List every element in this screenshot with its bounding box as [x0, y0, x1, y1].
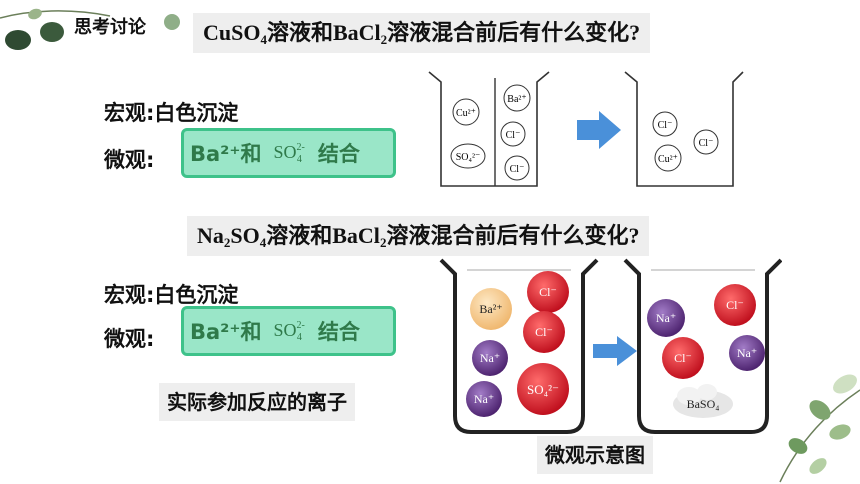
ion-cl-bottom-left-1: Cl⁻ — [527, 271, 569, 313]
ion-cl-top-right-1: Cl⁻ — [652, 111, 678, 137]
leaf-decoration-bottom — [779, 374, 860, 483]
ion-cl-top-left-1: Cl⁻ — [500, 121, 526, 147]
arrow-top — [577, 111, 621, 149]
ion-cl-bottom-right-2: Cl⁻ — [662, 337, 704, 379]
diagram-caption: 微观示意图 — [537, 436, 653, 474]
ion-cl-top-right-2: Cl⁻ — [693, 129, 719, 155]
svg-text:SO₄²⁻: SO₄²⁻ — [527, 382, 559, 397]
beaker-right-top — [624, 71, 744, 187]
svg-text:Cl⁻: Cl⁻ — [506, 130, 521, 141]
micro-box-2: Ba²⁺和 SO2-4 结合 — [181, 306, 396, 356]
sulfate-ion-text-2: SO2-4 — [273, 319, 305, 343]
svg-text:Cl⁻: Cl⁻ — [726, 298, 744, 312]
diagram-bottom: Ba²⁺ Cl⁻ Cl⁻ Na⁺ Na⁺ SO₄²⁻ Na⁺ Cl⁻ Cl⁻ N… — [439, 258, 782, 434]
ion-na-bottom-left-2: Na⁺ — [466, 381, 502, 417]
ion-cl-bottom-left-2: Cl⁻ — [523, 311, 565, 353]
svg-text:Ba²⁺: Ba²⁺ — [507, 94, 526, 105]
micro-box-1: Ba²⁺和 SO2-4 结合 — [181, 128, 396, 178]
svg-text:BaSO₄: BaSO₄ — [687, 397, 720, 411]
question-1: CuSO4溶液和BaCl2溶液混合前后有什么变化? — [193, 13, 651, 53]
ion-na-bottom-right-2: Na⁺ — [729, 335, 765, 371]
ion-cu-top-right: Cu²⁺ — [654, 144, 682, 172]
header-title: 思考讨论 — [74, 17, 146, 38]
svg-text:Cu²⁺: Cu²⁺ — [456, 108, 476, 119]
svg-text:SO₄²⁻: SO₄²⁻ — [456, 152, 481, 163]
ion-so4-bottom-left: SO₄²⁻ — [517, 363, 569, 415]
ion-so4-top-left: SO₄²⁻ — [450, 143, 486, 169]
beaker-left-top — [428, 71, 550, 187]
beaker-left-bottom — [439, 258, 599, 434]
barium-ion-text-2: Ba²⁺和 — [190, 320, 262, 344]
svg-text:Cl⁻: Cl⁻ — [510, 164, 525, 175]
svg-text:Na⁺: Na⁺ — [480, 351, 500, 365]
reacting-ions-callout: 实际参加反应的离子 — [159, 383, 355, 421]
beaker-right-bottom — [623, 258, 782, 434]
ion-cl-top-left-2: Cl⁻ — [504, 155, 530, 181]
svg-text:Cl⁻: Cl⁻ — [658, 120, 673, 131]
barium-ion-text-1: Ba²⁺和 — [190, 142, 262, 166]
leaf-decoration-top — [0, 8, 180, 50]
question-2: Na2SO4溶液和BaCl2溶液混合前后有什么变化? — [187, 216, 650, 256]
precipitate-baso4: BaSO₄ — [673, 384, 733, 418]
combine-text-2: 结合 — [317, 320, 360, 344]
svg-text:Cl⁻: Cl⁻ — [539, 285, 557, 299]
ion-cu-top-left: Cu²⁺ — [452, 98, 480, 126]
micro-label-1: 微观: — [104, 148, 155, 172]
svg-text:Cl⁻: Cl⁻ — [535, 325, 553, 339]
ion-ba-bottom-left: Ba²⁺ — [470, 288, 512, 330]
svg-text:Na⁺: Na⁺ — [656, 311, 676, 325]
ion-cl-bottom-right-1: Cl⁻ — [714, 284, 756, 326]
svg-text:Na⁺: Na⁺ — [737, 346, 757, 360]
ion-na-bottom-right-1: Na⁺ — [647, 299, 685, 337]
sulfate-ion-text-1: SO2-4 — [273, 141, 305, 165]
combine-text-1: 结合 — [317, 142, 360, 166]
svg-text:Ba²⁺: Ba²⁺ — [479, 302, 502, 316]
arrow-bottom — [593, 336, 637, 366]
svg-text:Cu²⁺: Cu²⁺ — [658, 154, 678, 165]
macro-observation-1: 宏观:白色沉淀 — [104, 101, 239, 125]
svg-text:Cl⁻: Cl⁻ — [674, 351, 692, 365]
svg-text:Cl⁻: Cl⁻ — [699, 138, 714, 149]
diagram-top: Cu²⁺ SO₄²⁻ Ba²⁺ Cl⁻ Cl⁻ Cl⁻ Cl⁻ Cu²⁺ — [428, 71, 744, 187]
ion-ba-top-left: Ba²⁺ — [503, 84, 531, 112]
macro-observation-2: 宏观:白色沉淀 — [104, 283, 239, 307]
micro-label-2: 微观: — [104, 327, 155, 351]
svg-text:Na⁺: Na⁺ — [474, 392, 494, 406]
ion-na-bottom-left-1: Na⁺ — [472, 340, 508, 376]
